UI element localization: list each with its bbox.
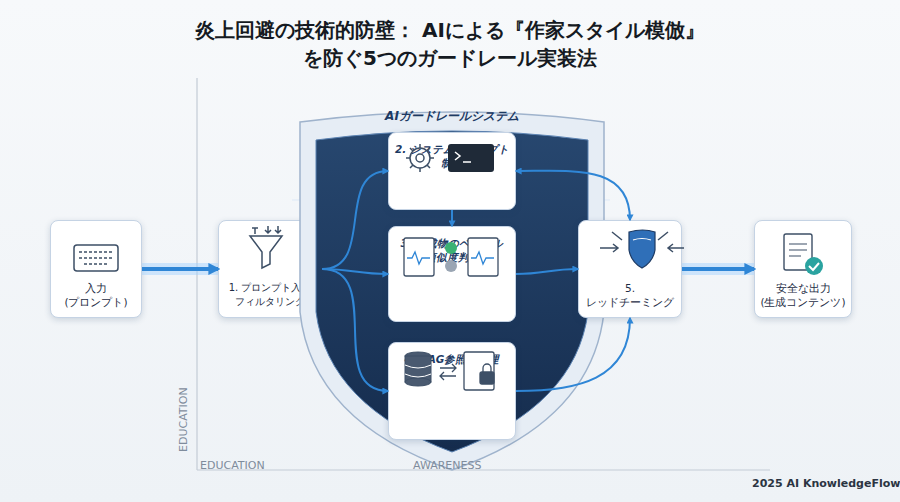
box-label: 安全な出力 (生成コンテンツ) (759, 281, 847, 309)
flow-arrow (516, 269, 578, 274)
keyboard-icon (74, 245, 118, 271)
box-label: 4. RAG参照元管理 (389, 352, 515, 366)
locked-document-icon (440, 352, 494, 390)
axis-label: EDUCATION (200, 459, 265, 472)
flow-glow (142, 263, 218, 275)
gear-icon (406, 144, 434, 172)
watermark: 2025 AI KnowledgeFlow (752, 477, 900, 490)
flow-arrow (451, 210, 453, 226)
shield-icon (600, 230, 684, 268)
box-label: 2. システムプロンプト 制御 (389, 142, 515, 170)
flow-arrow (516, 171, 630, 220)
process-box: 5. レッドチーミング (578, 220, 682, 318)
box-label: 5. レッドチーミング (583, 281, 677, 309)
process-box: 3. 生成物のベクトル 類似度判定 (388, 226, 516, 322)
terminal-icon (448, 144, 494, 172)
funnel-icon (250, 226, 282, 268)
diagram-title: 炎上回避の技術的防壁： AIによる『作家スタイル模倣』を防ぐ5つのガードレール実… (100, 16, 800, 72)
document-icon (404, 238, 498, 276)
shield-group: AIガードレールシステム 2. システムプロンプト 制御 3. 生成物のベクトル 類… (292, 100, 612, 472)
input-box: 入力 (プロンプト) (50, 220, 142, 318)
axis-label: EDUCATION (177, 387, 190, 452)
flow-arrow (322, 269, 388, 391)
output-box: 安全な出力 (生成コンテンツ) (754, 220, 852, 318)
flow-arrow (322, 171, 388, 269)
flow-arrow (516, 318, 630, 391)
flow-arrow (322, 269, 388, 274)
output-document-icon (784, 234, 823, 275)
flow-glow (682, 263, 754, 275)
box-label: 3. 生成物のベクトル 類似度判定 (389, 236, 515, 264)
flow-arrow (142, 267, 218, 271)
flow-arrow (682, 267, 754, 271)
database-icon (405, 352, 431, 386)
process-box: 4. RAG参照元管理 (388, 342, 516, 440)
box-label: 入力 (プロンプト) (55, 281, 137, 309)
group-label: AIガードレールシステム (292, 109, 612, 123)
axis-line (196, 78, 197, 470)
axis-label: AWARENESS (413, 459, 481, 472)
axis-line (197, 469, 770, 470)
process-box: 2. システムプロンプト 制御 (388, 132, 516, 210)
